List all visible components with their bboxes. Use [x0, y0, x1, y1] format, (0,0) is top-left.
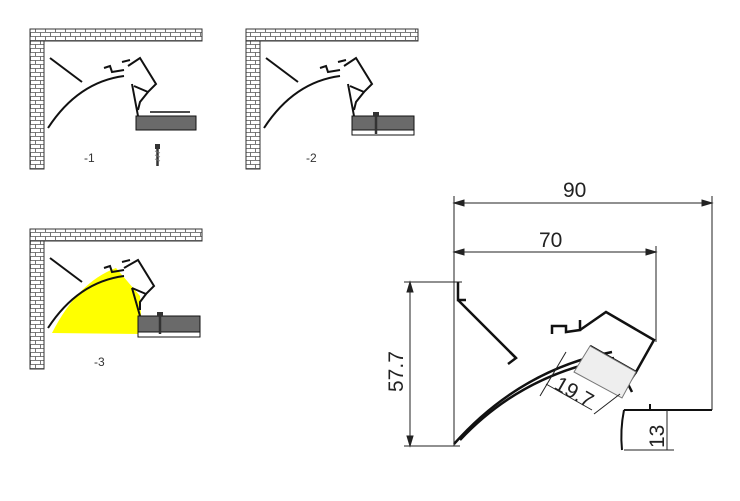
dimension-inner-width: 70	[539, 229, 562, 252]
step-3-panel: -3	[29, 228, 203, 370]
mounting-board	[135, 111, 197, 131]
corner-profile	[47, 257, 156, 329]
brick-wall-icon	[245, 28, 419, 170]
step-2-panel: -2	[245, 28, 419, 170]
corner-profile	[47, 56, 158, 129]
dimension-lip-height: 13	[646, 425, 669, 448]
diffuser-lens	[573, 345, 637, 399]
screw-icon	[157, 312, 163, 334]
profile-outline	[453, 282, 656, 445]
step-1-panel: -1	[29, 28, 203, 170]
mounting-board	[137, 315, 201, 338]
dimension-lines	[404, 196, 714, 451]
brick-wall-icon	[29, 228, 203, 370]
profile-technical-drawing: 90 70 57.7 19.7 13	[385, 179, 714, 451]
brick-wall-icon	[29, 28, 203, 170]
step-2-label: -2	[306, 151, 317, 165]
led-light-beam-icon	[52, 268, 142, 334]
dimension-total-width: 90	[563, 179, 586, 202]
dimension-height: 57.7	[385, 351, 408, 392]
screw-icon	[154, 144, 161, 166]
step-1-label: -1	[84, 151, 95, 165]
base-plate	[620, 404, 712, 451]
screw-icon	[373, 112, 379, 134]
step-3-label: -3	[94, 355, 105, 369]
corner-profile	[263, 56, 374, 129]
mounting-board	[351, 115, 415, 136]
